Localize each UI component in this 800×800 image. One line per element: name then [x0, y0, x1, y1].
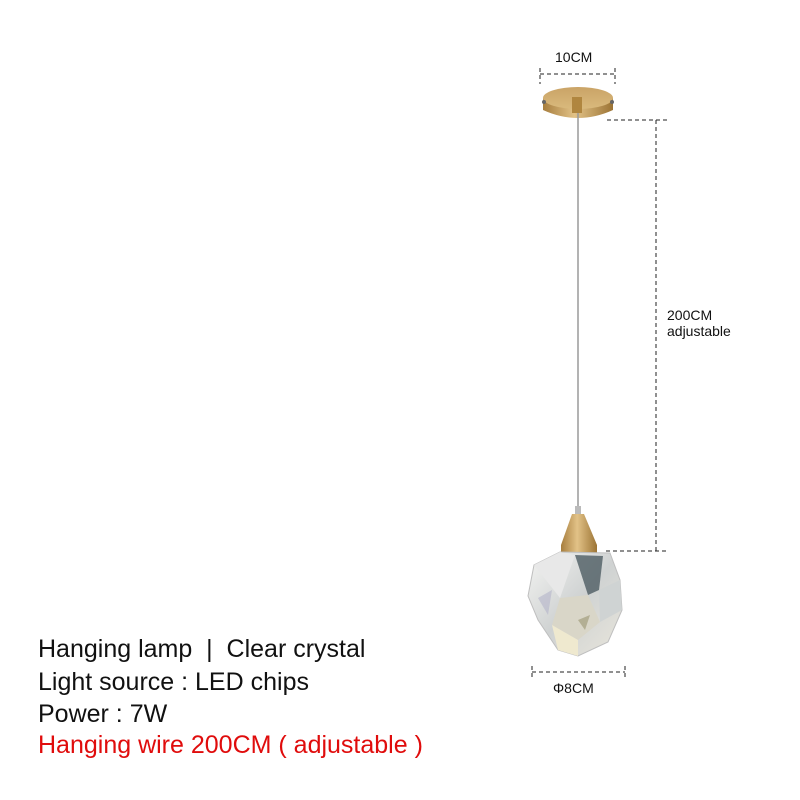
wire-adjustable-label: adjustable	[667, 323, 731, 339]
spec-hanging-wire: Hanging wire 200CM ( adjustable )	[38, 731, 423, 759]
canopy-width-label: 10CM	[555, 49, 593, 65]
brass-cap	[561, 506, 597, 553]
crystal-diameter-dimension	[531, 666, 626, 678]
canopy-dimension	[539, 68, 616, 84]
wire-length-label: 200CM	[667, 307, 713, 323]
crystal-shade	[527, 551, 623, 657]
crystal-diameter-label: Φ8CM	[553, 680, 594, 696]
spec-power: Power : 7W	[38, 700, 168, 728]
spec-light-source: Light source : LED chips	[38, 668, 309, 696]
ceiling-canopy	[542, 87, 614, 118]
spec-type: Hanging lamp | Clear crystal	[38, 635, 366, 663]
wire-length-dimension	[606, 119, 668, 552]
